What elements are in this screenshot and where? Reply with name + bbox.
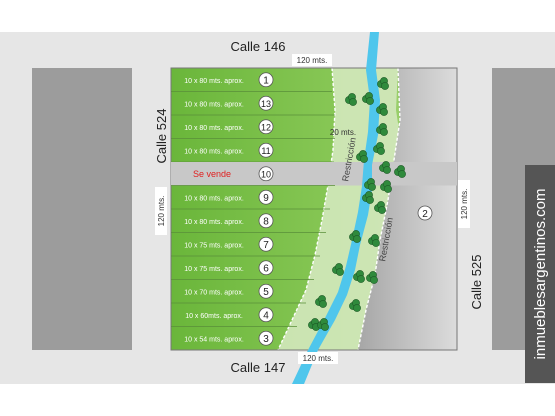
street-label-west: Calle 524	[154, 109, 169, 164]
measure-bottom-label: 120 mts.	[303, 354, 334, 363]
lot-dimensions: 10 x 80 mts. aprox.	[184, 148, 244, 155]
tree-icon	[357, 275, 365, 283]
lot-dimensions: 10 x 80 mts. aprox.	[184, 125, 244, 132]
lot-number: 5	[263, 287, 269, 298]
tree-icon	[349, 98, 357, 106]
measure-right: 120 mts.	[458, 180, 470, 228]
tree-icon	[366, 196, 374, 204]
lot-number: 8	[263, 216, 269, 227]
tree-icon	[353, 304, 361, 312]
measure-top-label: 120 mts.	[297, 56, 328, 65]
tree-icon	[372, 239, 380, 247]
lot-number-badge	[258, 166, 274, 182]
lot-number-badge	[258, 260, 274, 276]
tree-icon	[321, 323, 329, 331]
stream	[292, 32, 380, 384]
tree-icon	[380, 108, 388, 116]
lot-2-area	[358, 68, 457, 350]
street-label-south: Calle 147	[231, 360, 286, 375]
lot-number-badge	[258, 119, 274, 135]
watermark-text: inmueblesargentinos.com	[532, 189, 549, 360]
tree-icon	[353, 235, 361, 243]
lot-dimensions: 10 x 80 mts. aprox.	[184, 195, 244, 202]
lot-dimensions: 10 x 80 mts. aprox.	[184, 78, 244, 85]
tree-icon	[368, 183, 376, 191]
lot-number-badge	[258, 72, 274, 88]
lot-2-number: 2	[422, 209, 428, 220]
lot-number-badge	[258, 307, 274, 323]
lot-number: 9	[263, 193, 269, 204]
tree-icon	[377, 147, 385, 155]
tree-icon	[319, 300, 327, 308]
measure-left: 120 mts.	[155, 187, 167, 235]
street-label-north: Calle 146	[231, 39, 286, 54]
lot-number-badge	[258, 283, 274, 299]
lot-number: 7	[263, 240, 269, 251]
lot-number-badge	[258, 236, 274, 252]
lot-number: 12	[261, 122, 271, 132]
lot-dimensions: 10 x 60mts. aprox.	[185, 313, 243, 320]
west-block	[32, 68, 132, 350]
lot-number-badge	[258, 189, 274, 205]
measure-right-label: 120 mts.	[460, 189, 469, 220]
tree-icon	[381, 82, 389, 90]
restriction-width-label: 20 mts.	[330, 128, 356, 137]
measure-bottom: 120 mts.	[298, 352, 338, 364]
lot-dimensions: Se vende	[193, 169, 231, 179]
tree-icon	[378, 206, 386, 214]
lot-number: 11	[261, 146, 270, 156]
lot-number: 13	[261, 99, 271, 109]
tree-icon	[383, 166, 391, 174]
lot-number: 6	[263, 263, 269, 274]
measure-top: 120 mts.	[292, 54, 332, 66]
tree-icon	[336, 268, 344, 276]
lot-number-badge	[258, 95, 274, 111]
lot-number: 10	[261, 169, 271, 179]
lot-dimensions: 10 x 54 mts. aprox.	[184, 336, 244, 343]
lot-dimensions: 10 x 75 mts. aprox.	[184, 242, 244, 249]
lot-number: 4	[263, 310, 269, 321]
lot-number-badge	[258, 142, 274, 158]
lot-number: 1	[263, 75, 269, 86]
lot-dimensions: 10 x 80 mts. aprox.	[184, 219, 244, 226]
tree-icon	[384, 185, 392, 193]
lot-dimensions: 10 x 80 mts. aprox.	[184, 101, 244, 108]
tree-icon	[366, 97, 374, 105]
lot-number-badge	[258, 213, 274, 229]
tree-icon	[398, 170, 406, 178]
tree-icon	[370, 276, 378, 284]
restriction-line-left	[277, 67, 336, 351]
lot-number: 3	[263, 334, 269, 345]
measure-left-label: 120 mts.	[157, 196, 166, 227]
tree-group	[308, 77, 406, 331]
tree-icon	[380, 128, 388, 136]
lot-dimensions: 10 x 70 mts. aprox.	[184, 289, 244, 296]
lot-number-badge	[258, 330, 274, 346]
lot-dimensions: 10 x 75 mts. aprox.	[184, 266, 244, 273]
lot-2-badge	[417, 205, 433, 221]
watermark: inmueblesargentinos.com	[525, 165, 555, 383]
tree-icon	[360, 155, 368, 163]
street-label-east: Calle 525	[469, 255, 484, 310]
